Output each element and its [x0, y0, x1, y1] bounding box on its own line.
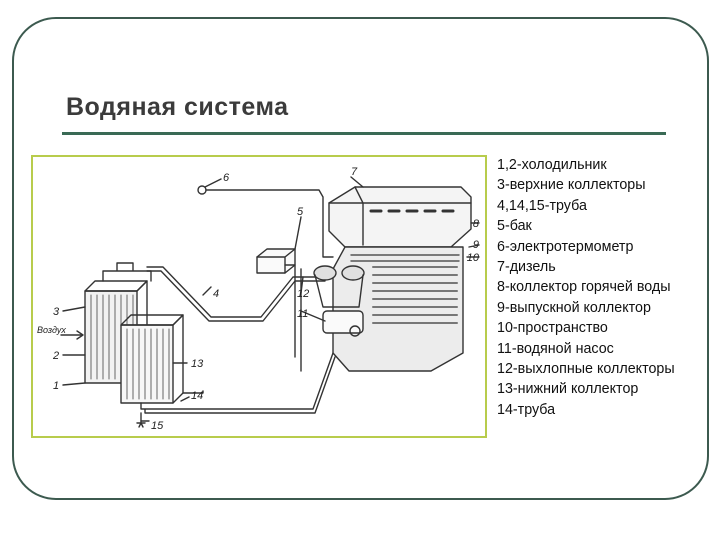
- legend-item: 8-коллектор горячей воды: [497, 279, 671, 296]
- callout-3: 3: [53, 306, 60, 318]
- legend-item: 9-выпускной коллектор: [497, 299, 651, 316]
- legend-item: 3-верхние коллекторы: [497, 177, 646, 194]
- legend-item: 5-бак: [497, 218, 532, 235]
- radiator-2: [120, 314, 184, 404]
- pipe-4: [146, 266, 326, 318]
- callout-8: 8: [473, 218, 480, 230]
- legend-item: 7-дизель: [497, 259, 556, 276]
- legend-item: 6-электротермометр: [497, 238, 634, 255]
- callout-4: 4: [213, 288, 219, 300]
- slide-frame: [12, 17, 709, 500]
- water-pump-11: [322, 310, 364, 337]
- callout-9: 9: [473, 239, 479, 251]
- legend-list: 1,2-холодильник 3-верхние коллекторы 4,1…: [497, 155, 702, 420]
- callout-13: 13: [191, 358, 204, 370]
- diagram-svg: 1 2 3 4 5 6 7 8 9 10 11 12 13 14 15 Возд…: [37, 166, 480, 432]
- legend-item: 1,2-холодильник: [497, 157, 607, 173]
- legend-item: 13-нижний коллектор: [497, 381, 639, 398]
- callout-2: 2: [52, 350, 59, 362]
- callout-11: 11: [297, 308, 308, 320]
- upper-collectors: [102, 262, 152, 282]
- legend-item: 10-пространство: [497, 320, 608, 337]
- legend-item: 14-труба: [497, 401, 556, 418]
- callout-15: 15: [151, 420, 164, 432]
- callout-14: 14: [191, 390, 203, 402]
- air-label: Воздух: [37, 325, 66, 335]
- callout-5: 5: [297, 206, 304, 218]
- callout-7: 7: [351, 166, 358, 178]
- pipe-14: [140, 352, 336, 414]
- slide-title: Водяная система: [66, 93, 289, 121]
- callout-1: 1: [53, 380, 59, 392]
- tank-5: [256, 248, 296, 274]
- diesel-7: [328, 186, 472, 372]
- exhaust-collectors-12: [313, 265, 365, 308]
- air-arrow: [60, 330, 84, 340]
- callout-10: 10: [467, 252, 480, 264]
- water-system-diagram: 1 2 3 4 5 6 7 8 9 10 11 12 13 14 15 Возд…: [31, 155, 487, 438]
- legend-item: 11-водяной насос: [497, 340, 614, 357]
- legend-item: 12-выхлопные коллекторы: [497, 361, 675, 378]
- callout-12: 12: [297, 288, 309, 300]
- title-underline: [62, 132, 666, 135]
- legend-item: 4,14,15-труба: [497, 197, 587, 214]
- valve-15: [136, 412, 146, 428]
- callout-6: 6: [223, 172, 230, 184]
